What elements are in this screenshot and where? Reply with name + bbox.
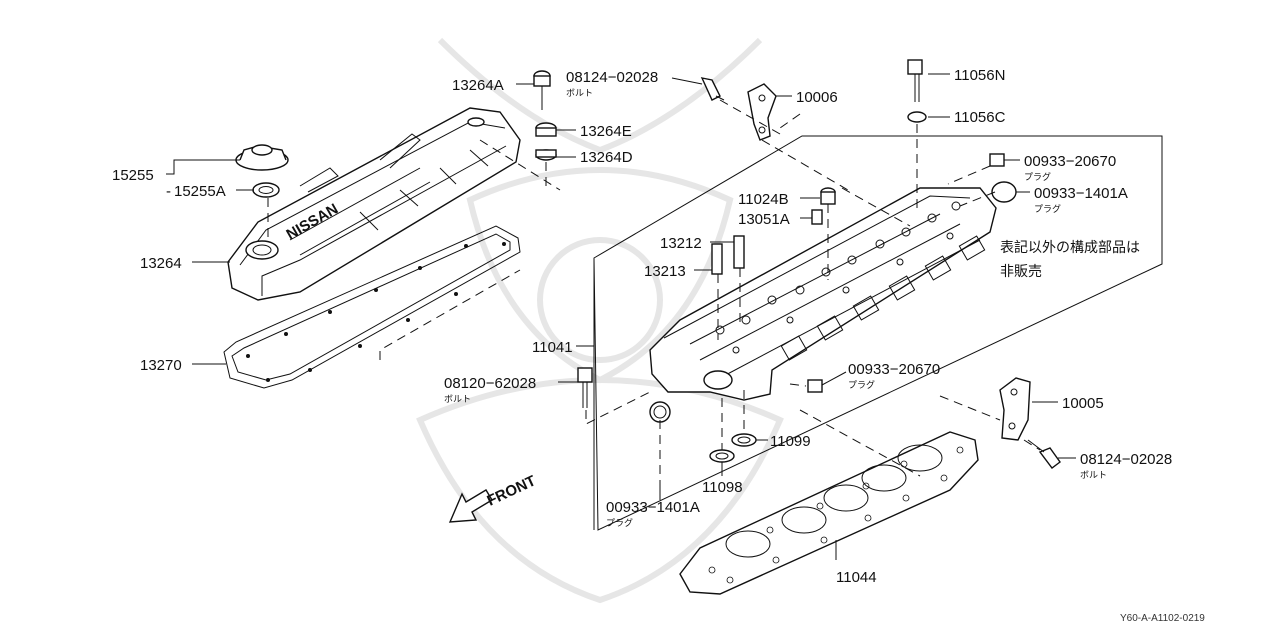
label-11044: 11044 <box>836 569 877 586</box>
label-13264: 13264 <box>140 255 182 272</box>
label-08124-02028-top: 08124−02028 <box>566 69 658 86</box>
sublabel-plug-bottom: プラグ <box>606 517 633 529</box>
head-bolt-washer <box>907 59 927 123</box>
oil-filler-cap <box>235 144 289 198</box>
label-13212: 13212 <box>660 235 702 252</box>
label-00933-20670-mid: 00933−20670 <box>848 361 940 378</box>
rocker-cover: NISSAN <box>227 107 521 301</box>
sublabel-bolt-bottom: ボルト <box>1080 470 1107 481</box>
label-00933-20670-top: 00933−20670 <box>1024 153 1116 170</box>
label-11056n: 11056N <box>954 67 1005 84</box>
sublabel-plug-top-2: プラグ <box>1034 203 1061 215</box>
leader-lines <box>166 73 1076 560</box>
label-11056c: 11056C <box>954 109 1006 126</box>
label-00933-1401a-bottom: 00933−1401A <box>606 499 700 516</box>
diagram-code: Y60-A-A1102-0219 <box>1120 613 1205 624</box>
label-08124-02028-bottom: 08124−02028 <box>1080 451 1172 468</box>
label-10006: 10006 <box>796 89 838 106</box>
rear-bracket-bolt <box>999 377 1061 469</box>
label-11098: 11098 <box>702 479 743 496</box>
assembly-frame <box>593 135 1163 531</box>
label-15255a: 15255A <box>174 183 226 200</box>
note-line-1: 表記以外の構成部品は <box>1000 239 1140 256</box>
dashed-guides <box>267 99 1041 480</box>
sublabel-plug-mid: プラグ <box>848 379 875 391</box>
label-10005: 10005 <box>1062 395 1104 412</box>
cover-bolt-grommets <box>533 70 557 161</box>
label-15255: 15255 <box>112 167 154 184</box>
label-11041: 11041 <box>532 339 573 356</box>
label-00933-1401a-top: 00933−1401A <box>1034 185 1128 202</box>
sublabel-plug-top-1: プラグ <box>1024 171 1051 183</box>
front-label: FRONT <box>485 472 539 509</box>
cylinder-head <box>649 187 997 401</box>
note-line-2: 非販売 <box>1000 264 1042 280</box>
part-labels: 13264A 08124−02028 ボルト 10006 11056N 1105… <box>112 67 1172 586</box>
valve-guides-seals <box>711 187 836 275</box>
rocker-gasket <box>223 225 521 389</box>
label-13213: 13213 <box>644 263 686 280</box>
side-bolt <box>577 367 593 408</box>
sublabel-bolt-left: ボルト <box>444 394 471 405</box>
dash-15255a: - <box>166 183 171 200</box>
label-13264d: 13264D <box>580 149 633 166</box>
label-11099: 11099 <box>770 433 811 450</box>
top-bolt-bracket <box>700 77 777 141</box>
label-13264a: 13264A <box>452 77 504 94</box>
label-13051a: 13051A <box>738 211 790 228</box>
label-13264e: 13264E <box>580 123 632 140</box>
not-sold-note: 表記以外の構成部品は 非販売 <box>1000 239 1140 280</box>
sublabel-bolt-top: ボルト <box>566 88 593 99</box>
front-arrow: FRONT <box>448 472 539 523</box>
label-08120-62028: 08120−62028 <box>444 375 536 392</box>
label-13270: 13270 <box>140 357 182 374</box>
head-gasket <box>679 431 979 595</box>
top-plugs <box>989 153 1017 203</box>
label-11024b: 11024B <box>738 191 789 208</box>
